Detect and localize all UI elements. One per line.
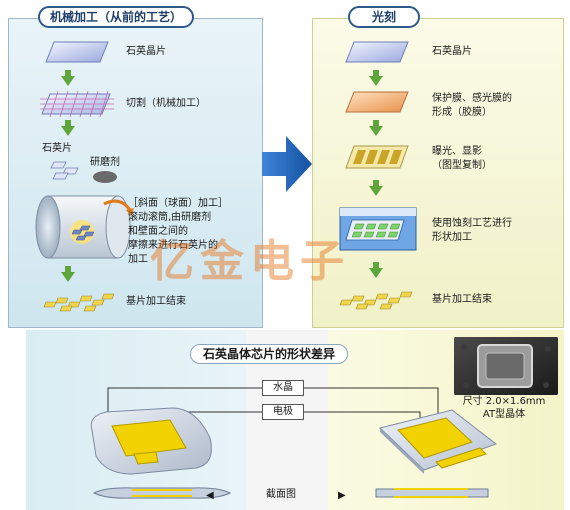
- section-arrow-right: ▶: [338, 490, 346, 501]
- abrasive-icon: [93, 171, 117, 183]
- protect-label-1: 保护膜、感光膜的: [432, 93, 512, 104]
- left-abrasive-label: 研磨剂: [90, 157, 120, 168]
- expose-label-1: 曝光、显影: [432, 146, 482, 157]
- photolithography-panel: [312, 18, 564, 328]
- right-finished-chips-icon: [339, 291, 413, 310]
- chip-size-line: 尺寸 2.0×1.6mm: [462, 396, 546, 407]
- process-transition-arrow: [262, 136, 312, 192]
- left-blank-label: 石英片: [42, 143, 72, 154]
- tumbling-barrel-icon: [35, 195, 134, 259]
- protect-label-2: 形成（胶膜）: [432, 107, 492, 118]
- right-wafer-icon: [345, 41, 409, 63]
- company-watermark: 亿金电子: [150, 236, 350, 287]
- section-arrow-left: ◀: [206, 490, 214, 501]
- etching-bath-icon: [339, 207, 417, 251]
- bevel-label-4: 摩擦来进行石英片的: [128, 240, 218, 251]
- etch-label-2: 形状加工: [432, 232, 472, 243]
- chip-photo: [454, 337, 558, 395]
- quartz-blanks-icon: [50, 161, 79, 180]
- right-done-label: 基片加工结束: [432, 294, 492, 305]
- left-wafer-label: 石英晶片: [126, 46, 166, 57]
- exposed-wafer-icon: [345, 145, 409, 169]
- right-arrow-1: [369, 70, 383, 86]
- crystal-tag: 水晶: [262, 380, 304, 396]
- right-arrow-3: [369, 180, 383, 196]
- flat-chip-diagram: [378, 409, 498, 474]
- left-wafer-icon: [45, 41, 109, 63]
- chip-size-caption: 尺寸 2.0×1.6mm AT型晶体: [449, 395, 559, 421]
- chip-type-line: AT型晶体: [482, 409, 526, 420]
- left-arrow-2: [61, 120, 75, 136]
- bevel-label-3: 和壁面之间的: [128, 226, 188, 237]
- left-done-label: 基片加工结束: [126, 296, 186, 307]
- left-cut-label: 切割（机械加工）: [126, 98, 206, 109]
- photolithography-title: 光刻: [348, 6, 421, 28]
- bevelled-cross-section: [92, 487, 232, 499]
- mechanical-process-panel: [8, 18, 263, 328]
- left-finished-chips-icon: [43, 293, 115, 312]
- bevel-label-2: 滚动滚筒,由研磨剂: [128, 212, 212, 223]
- bevel-label-5: 加工: [128, 254, 148, 265]
- shape-comparison-title: 石英晶体芯片的形状差异: [190, 344, 349, 364]
- right-arrow-2: [369, 120, 383, 136]
- expose-label-2: （图型复制）: [432, 160, 492, 171]
- left-arrow-1: [61, 70, 75, 86]
- flat-cross-section: [375, 488, 489, 498]
- electrode-tag: 电极: [262, 404, 304, 420]
- bevelled-chip-diagram: [90, 407, 212, 475]
- left-arrow-3: [61, 266, 75, 282]
- cross-section-label: 截面图: [266, 489, 296, 500]
- bevel-label-1: ［斜面（球面）加工］: [128, 198, 228, 209]
- left-cut-wafer-icon: [40, 90, 114, 118]
- photoresist-wafer-icon: [345, 91, 409, 113]
- right-arrow-4: [369, 262, 383, 278]
- right-wafer-label: 石英晶片: [432, 46, 472, 57]
- etch-label-1: 使用蚀刻工艺进行: [432, 218, 512, 229]
- mechanical-process-title: 机械加工（从前的工艺）: [38, 6, 195, 28]
